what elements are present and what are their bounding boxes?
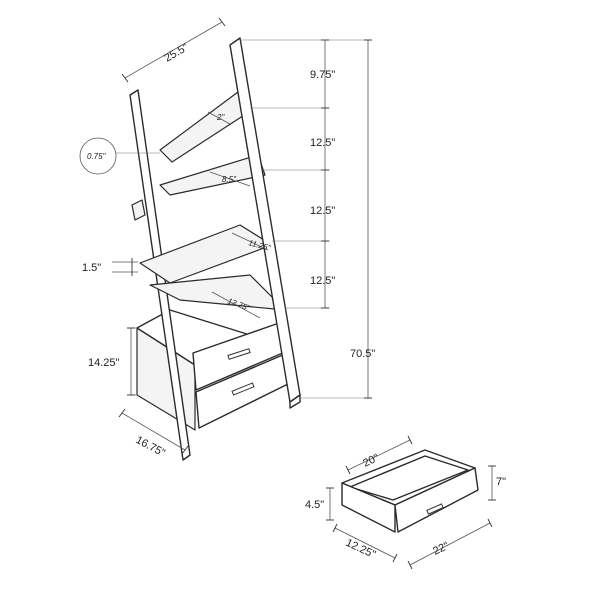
drawer-detail <box>326 435 496 570</box>
label-drawer-height-inner: 4.5" <box>305 499 324 511</box>
shelf-1 <box>159 91 253 163</box>
shelf-tab-left <box>131 199 146 221</box>
drawer-side-left <box>341 482 396 533</box>
label-shelf-gap-2: 12.5" <box>310 205 335 217</box>
label-drawer-height-outer: 7" <box>496 476 506 488</box>
ladder-bookshelf <box>129 37 301 461</box>
label-top-gap: 9.75" <box>310 69 335 81</box>
drawer-handle-lower <box>231 382 255 396</box>
drawer-detail-handle <box>426 503 444 515</box>
drawer-front-panel <box>394 467 479 533</box>
label-shelf-depth-1: 2" <box>216 113 225 122</box>
label-shelf-gap-3: 12.5" <box>310 275 335 287</box>
label-cabinet-height: 14.25" <box>88 357 120 369</box>
label-overall-height: 70.5" <box>350 348 375 360</box>
dimension-lines <box>79 17 372 455</box>
drawer-inner-back <box>349 455 469 501</box>
label-overall-width: 25.5" <box>163 42 191 65</box>
front-upright-foot <box>289 394 301 409</box>
label-shelf-depth-2: 8.5" <box>222 175 237 184</box>
label-shelf-gap-1: 12.5" <box>310 137 335 149</box>
drawer-handle-upper <box>227 348 251 360</box>
shelf-2 <box>159 154 266 196</box>
label-drawer-width: 20" <box>361 452 381 470</box>
label-drawer-length: 22" <box>431 540 451 558</box>
callout-circle <box>79 137 117 175</box>
label-side-thickness: 0.75" <box>87 152 107 161</box>
label-base-depth: 16.75" <box>134 434 167 459</box>
label-shelf-thickness: 1.5" <box>82 262 101 274</box>
